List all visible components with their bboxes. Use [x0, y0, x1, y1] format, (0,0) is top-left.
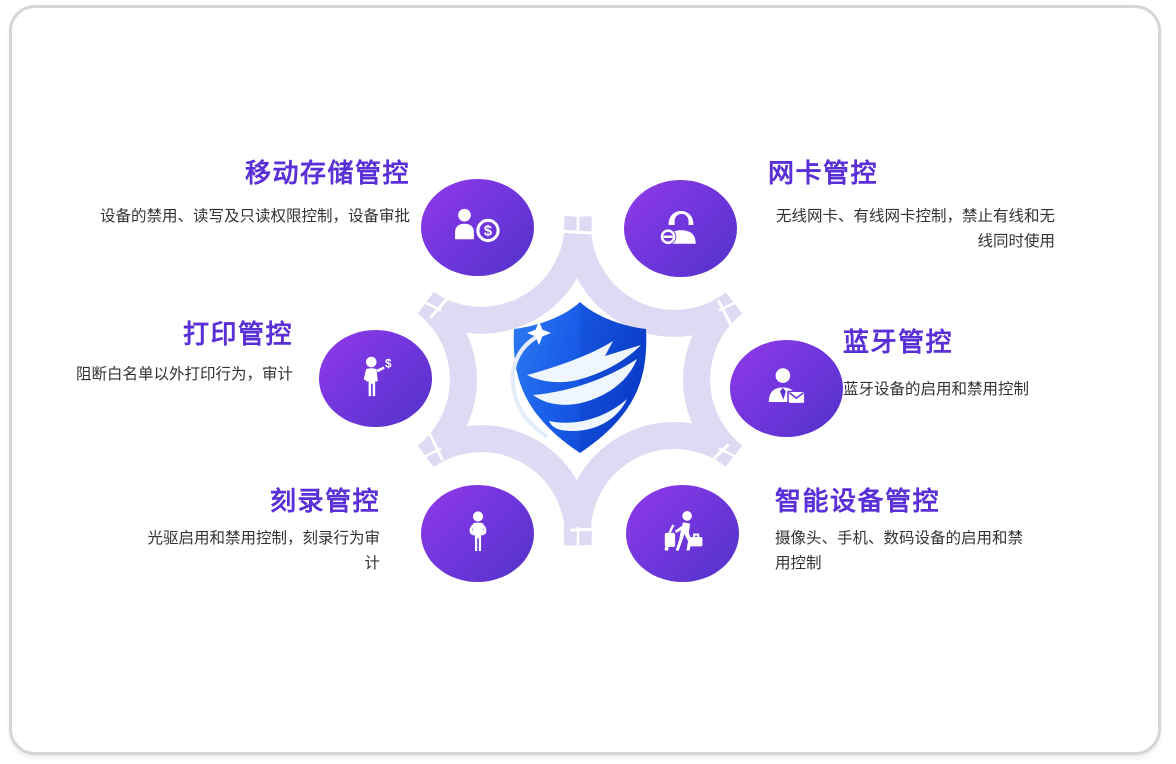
- feature-network-card: 网卡管控 无线网卡、有线网卡控制，禁止有线和无线同时使用: [768, 157, 1068, 254]
- feature-disc-burning: 刻录管控 光驱启用和禁用控制，刻录行为审计: [98, 485, 380, 576]
- feature-description: 光驱启用和禁用控制，刻录行为审计: [147, 530, 380, 572]
- feature-title: 网卡管控: [768, 158, 879, 188]
- feature-description: 阻断白名单以外打印行为，审计: [75, 366, 293, 383]
- feature-description: 摄像头、手机、数码设备的启用和禁用控制: [775, 530, 1024, 572]
- bubble-bluetooth: [730, 340, 843, 437]
- bubble-network-card: [624, 180, 737, 277]
- feature-title: 智能设备管控: [775, 486, 941, 516]
- svg-text:$: $: [385, 357, 392, 370]
- feature-title: 移动存储管控: [244, 158, 410, 188]
- bubble-disc-burning: [421, 485, 534, 582]
- feature-description: 蓝牙设备的启用和禁用控制: [843, 381, 1030, 398]
- feature-description: 设备的禁用、读写及只读权限控制，设备审批: [99, 208, 410, 225]
- feature-title: 打印管控: [182, 319, 293, 349]
- svg-text:$: $: [483, 224, 491, 240]
- shield-logo-graphic: [510, 302, 647, 453]
- person-dollar-icon: $: [363, 356, 392, 397]
- traveler-luggage-icon: [664, 511, 702, 551]
- user-envelope-icon: [768, 368, 806, 405]
- feature-bluetooth: 蓝牙管控 蓝牙设备的启用和禁用控制: [843, 326, 1093, 402]
- shield-logo: [499, 297, 662, 460]
- feature-title: 蓝牙管控: [843, 327, 954, 357]
- bubble-mobile-storage: $: [421, 179, 534, 276]
- feature-description: 无线网卡、有线网卡控制，禁止有线和无线同时使用: [775, 208, 1055, 250]
- bubble-smart-device: [626, 485, 739, 582]
- standing-person-icon: [469, 511, 486, 552]
- feature-mobile-storage: 移动存储管控 设备的禁用、读写及只读权限控制，设备审批: [60, 157, 410, 229]
- bubble-print: $: [319, 330, 432, 427]
- feature-print: 打印管控 阻断白名单以外打印行为，审计: [60, 318, 293, 387]
- feature-smart-device: 智能设备管控 摄像头、手机、数码设备的启用和禁用控制: [775, 485, 1045, 576]
- feature-title: 刻录管控: [269, 486, 380, 516]
- user-minus-badge-icon: [659, 210, 696, 245]
- user-coin-icon: $: [454, 208, 500, 243]
